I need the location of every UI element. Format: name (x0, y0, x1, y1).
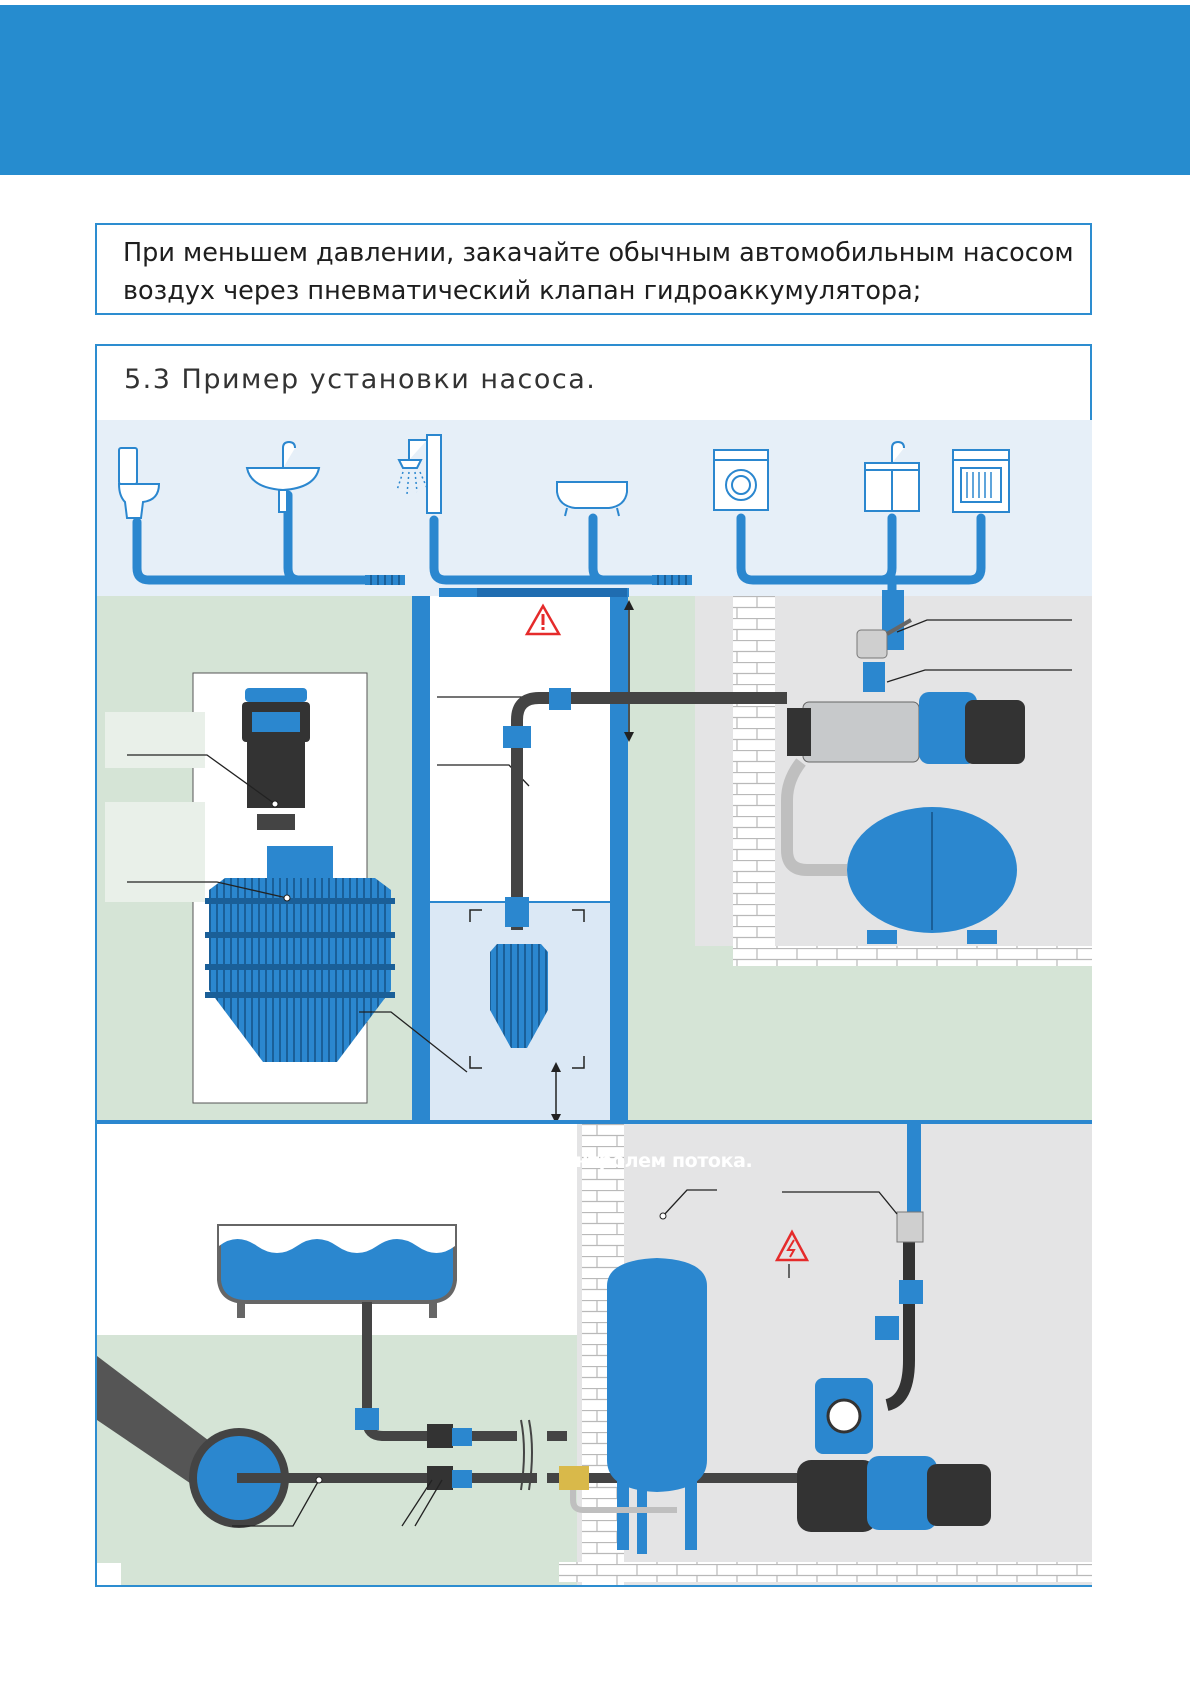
installation-diagram (97, 420, 1092, 1585)
toilet-icon (117, 447, 161, 519)
kitchen-sink-icon (864, 440, 920, 512)
warning-icon (524, 603, 562, 636)
note-text: При меньшем давлении, закачайте обычным … (123, 238, 1074, 306)
shower-icon (396, 434, 442, 514)
header-band (0, 5, 1190, 175)
diagram-caption: Монтаж насоса-автомата «ДЖАМБО» с контро… (126, 1150, 753, 1172)
note-box: При меньшем давлении, закачайте обычным … (95, 223, 1092, 315)
sink-icon (245, 440, 321, 513)
section-title: 5.3 Пример установки насоса. (124, 364, 597, 395)
dishwasher-icon (952, 449, 1010, 513)
bathtub-icon (556, 481, 628, 517)
electric-hazard-icon (774, 1229, 810, 1262)
washing-machine-icon (713, 449, 769, 511)
